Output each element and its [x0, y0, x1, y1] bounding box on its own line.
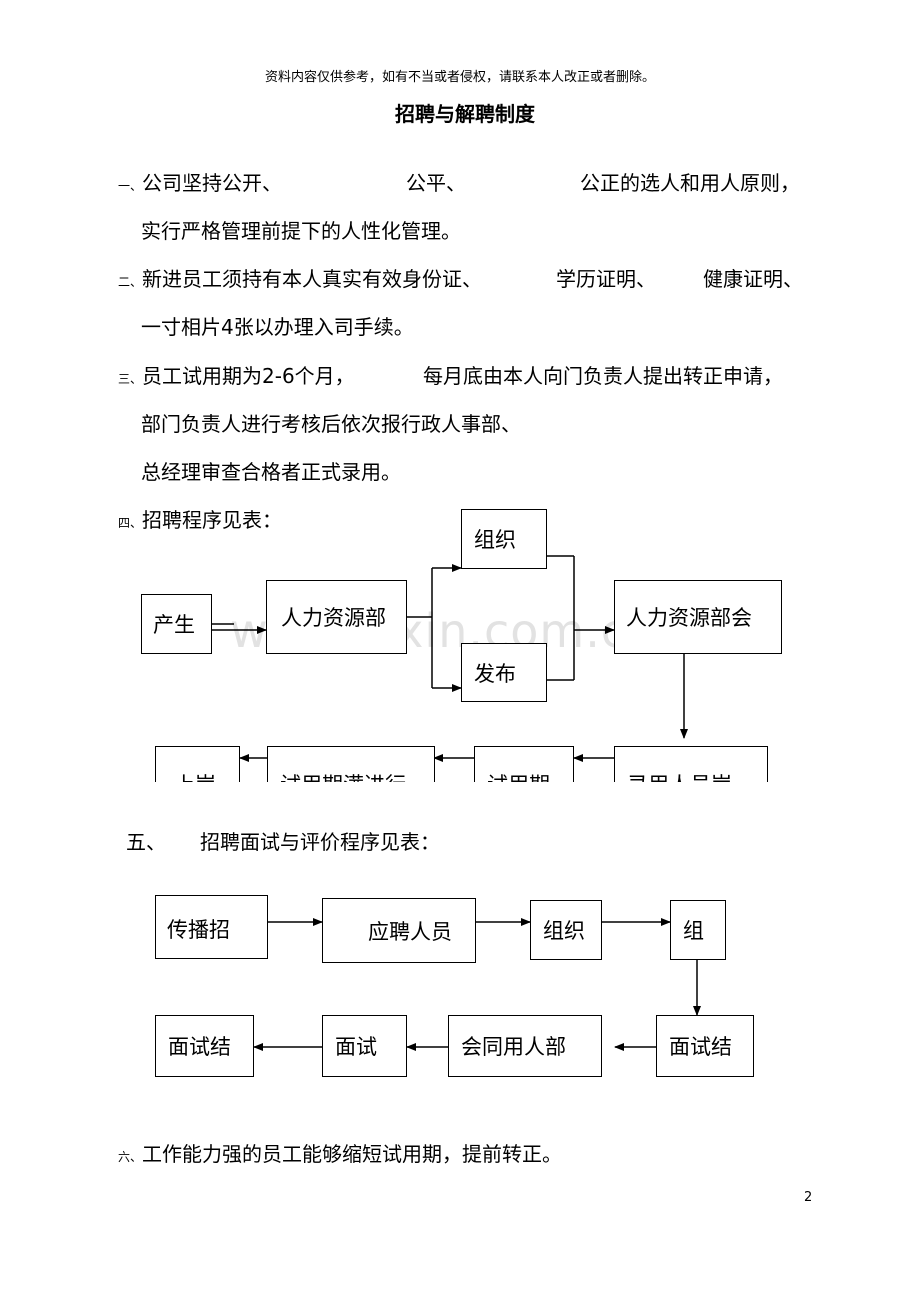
item-2-part-b: 学历证明、 [556, 267, 656, 291]
item-1-part-c: 公正的选人和用人原则， [580, 171, 800, 195]
flow1-onboard-box: 上岗 [155, 746, 240, 782]
item-number: 四、 [118, 516, 143, 530]
item-text: 公司坚持公开、 [142, 171, 283, 195]
flow2-result-right-box: 面试结 [656, 1015, 754, 1077]
flow2-applicants-box: 应聘人员 [322, 898, 476, 963]
item-text: 员工试用期为2-6个月， [142, 364, 355, 388]
flow2-organize-box: 组织 [530, 900, 602, 960]
item-1-line-2: 实行严格管理前提下的人性化管理。 [141, 219, 461, 243]
item-number: 五、 [126, 830, 166, 854]
item-1: 一、公司坚持公开、 [118, 170, 282, 199]
page-number: 2 [804, 1190, 813, 1205]
item-5: 五、 招聘面试与评价程序见表： [126, 829, 440, 855]
item-2-line-2: 一寸相片4张以办理入司手续。 [141, 315, 414, 339]
item-text: 招聘程序见表： [142, 508, 283, 532]
item-4: 四、招聘程序见表： [118, 507, 282, 536]
flow2-result-left-box: 面试结 [155, 1015, 254, 1077]
flow1-produce-box: 产生 [141, 594, 212, 654]
flow1-hire-box: 录用人员岗 [614, 746, 768, 782]
item-text: 新进员工须持有本人真实有效身份证、 [142, 267, 483, 291]
item-text: 招聘面试与评价程序见表： [200, 830, 440, 854]
flow2-group-box: 组 [670, 900, 726, 960]
flow1-publish-box: 发布 [461, 643, 547, 702]
item-2-part-c: 健康证明、 [703, 267, 803, 291]
flow1-hr-dept-box: 人力资源部 [266, 580, 407, 654]
flow1-probation-box: 试用期 [474, 746, 574, 782]
item-2: 二、新进员工须持有本人真实有效身份证、 [118, 266, 482, 295]
item-number: 二、 [118, 275, 143, 289]
document-title: 招聘与解聘制度 [395, 102, 535, 126]
item-3-line-3: 总经理审查合格者正式录用。 [141, 460, 401, 484]
header-note: 资料内容仅供参考，如有不当或者侵权，请联系本人改正或者删除。 [264, 70, 655, 85]
flow1-probation-end-box: 试用期满进行 [267, 746, 435, 782]
item-3-line-2: 部门负责人进行考核后依次报行政人事部、 [141, 412, 521, 436]
flow2-spread-box: 传播招 [155, 895, 268, 959]
item-3-part-b: 每月底由本人向门负责人提出转正申请， [423, 364, 783, 388]
item-6: 六、工作能力强的员工能够缩短试用期，提前转正。 [118, 1141, 562, 1170]
item-number: 三、 [118, 372, 143, 386]
item-3: 三、员工试用期为2-6个月， [118, 363, 355, 392]
item-text: 工作能力强的员工能够缩短试用期，提前转正。 [142, 1142, 563, 1166]
flow2-dept-with-box: 会同用人部 [448, 1015, 602, 1077]
flow2-interview-box: 面试 [322, 1015, 407, 1077]
flow1-bottom-row: 上岗 试用期满进行 试用期 录用人员岗 [140, 740, 780, 782]
flow1-organize-box: 组织 [461, 509, 547, 569]
flow1-hr-meeting-box: 人力资源部会 [614, 580, 782, 654]
item-number: 一、 [118, 179, 143, 193]
item-number: 六、 [118, 1150, 143, 1164]
item-1-part-b: 公平、 [406, 171, 466, 195]
